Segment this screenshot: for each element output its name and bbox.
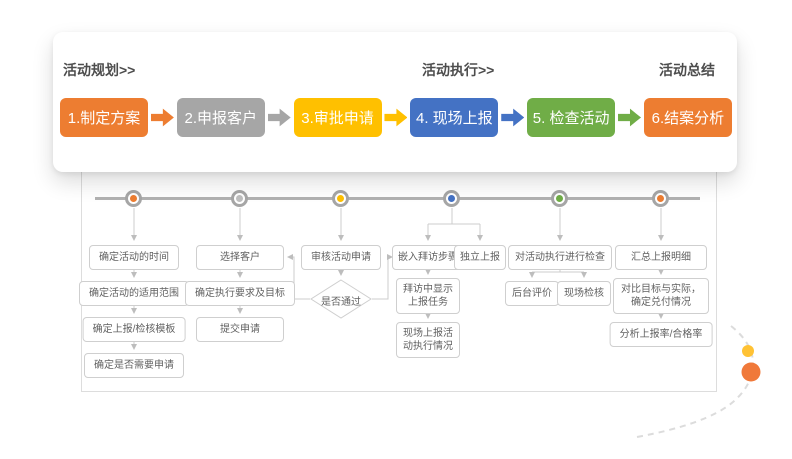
timeline-dot-2: [231, 190, 248, 207]
timeline-line: [95, 197, 700, 200]
flow-box-set-report-template: 确定上报/检核模板: [82, 317, 186, 342]
flow-box-review-application: 审核活动申请: [301, 245, 381, 270]
flow-box-select-customer: 选择客户: [196, 245, 284, 270]
timeline-dot-4-core: [448, 195, 455, 202]
timeline-dot-5: [551, 190, 568, 207]
flow-box-set-exec-requirements: 确定执行要求及目标: [185, 281, 295, 306]
timeline-dot-3-core: [337, 195, 344, 202]
flow-box-check-execution: 对活动执行进行检查: [508, 245, 612, 270]
flow-box-backend-evaluation: 后台评价: [505, 281, 559, 306]
flow-box-compare-target-actual: 对比目标与实际，确定兑付情况: [613, 278, 709, 314]
step-6-closing-analysis: 6.结案分析: [643, 98, 732, 137]
small-accent-dot: [742, 345, 754, 357]
flow-box-summarize-details: 汇总上报明细: [615, 245, 707, 270]
step-5-check-activity: 5. 检查活动: [527, 98, 616, 137]
decision-diamond: [310, 279, 372, 319]
step-2-declare-customer: 2.申报客户: [176, 98, 265, 137]
step-3-approve-application: 3.审批申请: [293, 98, 382, 137]
phase-label-summary: 活动总结: [659, 62, 715, 78]
flow-box-onsite-report-status: 现场上报活动执行情况: [396, 322, 460, 358]
flow-box-need-application: 确定是否需要申请: [84, 353, 184, 378]
flow-box-embed-visit-steps: 嵌入拜访步骤: [392, 245, 464, 270]
flow-box-independent-report: 独立上报: [454, 245, 506, 270]
step-1-make-plan: 1.制定方案: [60, 98, 148, 137]
timeline-dot-4: [443, 190, 460, 207]
phase-label-execution: 活动执行>>: [422, 62, 495, 78]
timeline-dot-6: [652, 190, 669, 207]
decision-label-passed: 是否通过: [321, 297, 361, 308]
timeline-dot-2-core: [236, 195, 243, 202]
arrow-right-icon: [618, 108, 642, 127]
timeline-dot-1-core: [130, 195, 137, 202]
timeline-dot-1: [125, 190, 142, 207]
flow-box-set-activity-scope: 确定活动的适用范围: [79, 281, 189, 306]
timeline-dot-6-core: [657, 195, 664, 202]
flow-box-set-activity-time: 确定活动的时间: [89, 245, 179, 270]
arrow-right-icon: [267, 108, 291, 127]
arrow-right-icon: [150, 108, 174, 127]
timeline-dot-3: [332, 190, 349, 207]
arrow-right-icon: [384, 108, 408, 127]
flow-box-show-report-task: 拜访中显示上报任务: [396, 278, 460, 314]
timeline-dot-5-core: [556, 195, 563, 202]
steps-row: 1.制定方案 2.申报客户 3.审批申请 4. 现场上报 5. 检查活动 6.结…: [60, 98, 732, 137]
flow-box-onsite-check: 现场检核: [557, 281, 611, 306]
large-accent-dot: [741, 362, 761, 382]
flow-box-analyze-rates: 分析上报率/合格率: [609, 322, 713, 347]
phase-label-planning: 活动规划>>: [63, 62, 136, 78]
arrow-right-icon: [501, 108, 525, 127]
flow-box-submit-application: 提交申请: [196, 317, 284, 342]
process-steps-card: 活动规划>> 活动执行>> 活动总结 1.制定方案 2.申报客户 3.审批申请 …: [53, 32, 737, 172]
step-4-onsite-report: 4. 现场上报: [410, 98, 499, 137]
